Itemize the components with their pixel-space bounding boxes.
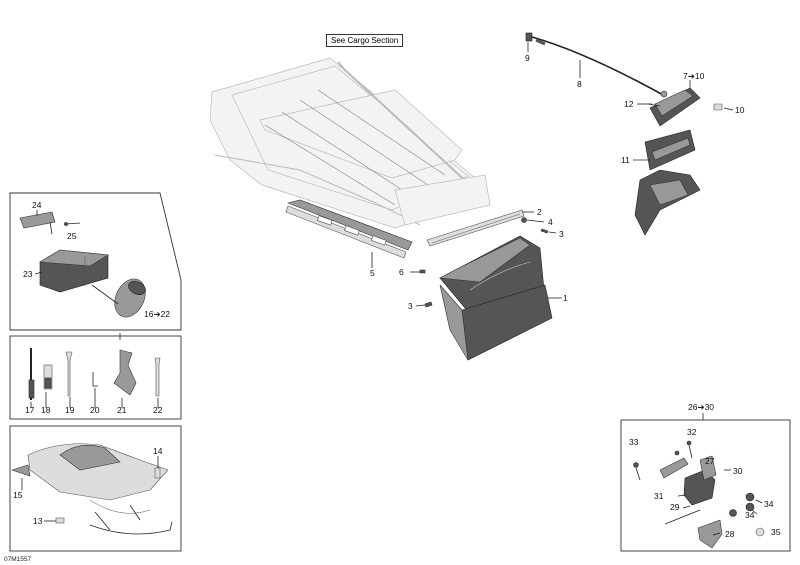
callout-19: 19	[65, 405, 75, 415]
callout-18: 18	[41, 405, 51, 415]
callout-32: 32	[687, 427, 697, 437]
callout-3b: 3	[408, 301, 413, 311]
callout-34b: 34	[745, 510, 755, 520]
part-7-taillight	[649, 87, 723, 127]
drawing-code: 07M1557	[4, 556, 32, 563]
callout-11: 11	[621, 155, 630, 165]
callout-21: 21	[117, 405, 127, 415]
callout-12: 12	[624, 99, 634, 109]
callout-34a: 34	[764, 499, 774, 509]
callout-13: 13	[33, 516, 43, 526]
snowmobile-sketch	[11, 443, 173, 535]
callout-35: 35	[771, 527, 781, 537]
callout-6: 6	[399, 267, 404, 277]
callout-2: 2	[537, 207, 542, 217]
callout-20: 20	[90, 405, 100, 415]
callout-15: 15	[13, 490, 23, 500]
callout-26: 26➔30	[688, 402, 715, 412]
callout-7: 7➔10	[683, 71, 705, 81]
callout-9: 9	[525, 53, 530, 63]
callout-23: 23	[23, 269, 33, 279]
callout-16: 16➔22	[144, 309, 171, 319]
see-cargo-section-note: See Cargo Section	[326, 34, 404, 47]
part-11-light-bracket	[634, 129, 701, 236]
part-1-cargo-bag	[438, 235, 553, 361]
callout-4: 4	[548, 217, 553, 227]
callout-17: 17	[25, 405, 35, 415]
part-2-mounting-strip	[426, 209, 525, 247]
tool-set	[28, 348, 161, 400]
callout-31: 31	[654, 491, 664, 501]
callout-5: 5	[370, 268, 375, 278]
ghost-cargo-rack	[209, 57, 491, 229]
callout-28: 28	[725, 529, 735, 539]
part-23-tool-bag	[39, 249, 109, 293]
callout-8: 8	[577, 79, 582, 89]
callout-25: 25	[67, 231, 77, 241]
part-8-wiring-harness	[525, 32, 666, 97]
part-5-side-rail	[285, 199, 413, 259]
part-24-clip	[19, 211, 56, 235]
callout-1: 1	[563, 293, 568, 303]
callout-22: 22	[153, 405, 163, 415]
callout-3a: 3	[559, 229, 564, 239]
callout-24: 24	[32, 200, 42, 210]
callout-10: 10	[735, 105, 745, 115]
part-16-tool-kit	[114, 278, 146, 318]
fasteners-3-4-6	[410, 217, 557, 308]
callout-29: 29	[670, 502, 680, 512]
callout-33: 33	[629, 437, 639, 447]
part-25-screw	[64, 222, 81, 226]
callout-14: 14	[153, 446, 163, 456]
callout-30: 30	[733, 466, 743, 476]
callout-27: 27	[705, 456, 715, 466]
